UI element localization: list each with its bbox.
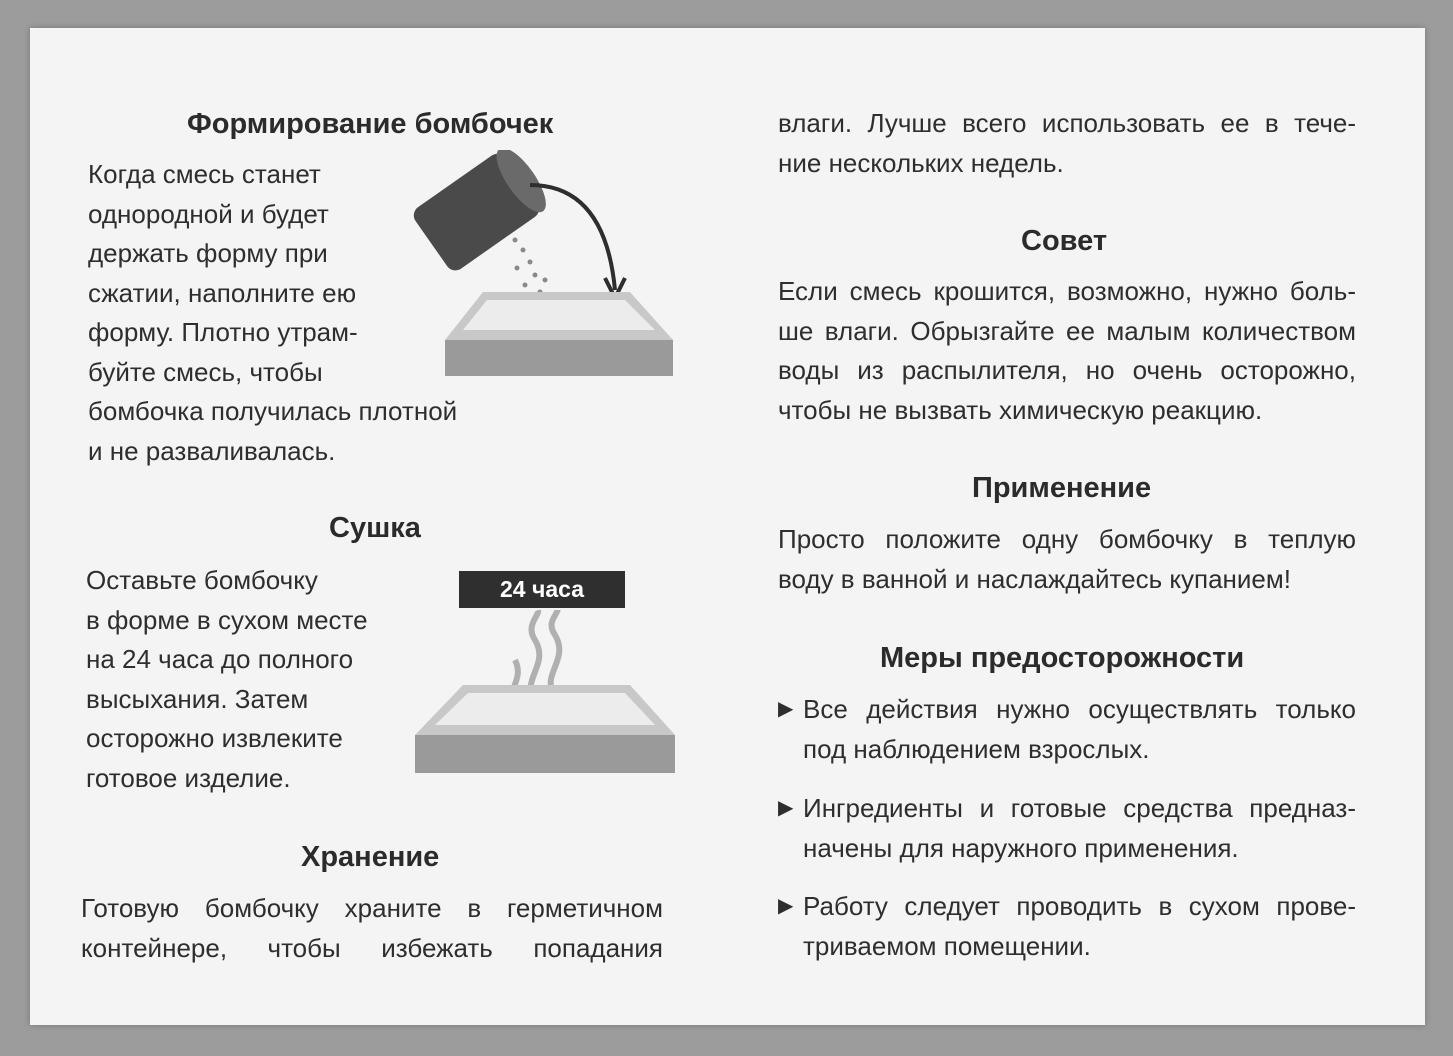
text-line: сжатии, наполните ею [88,277,357,308]
text-line: контейнере, чтобы избежать попадания [81,932,663,963]
drying-tray-illustration [415,610,675,773]
heading-tip: Совет [1021,225,1108,257]
text-line: Готовую бомбочку храните в герметичном [81,893,663,923]
text-line: начены для наружного применения. [803,832,1239,863]
precaution-item: ▶ Все действия нужно осуществлять только… [778,690,1356,769]
heading-forming: Формирование бомбочек [187,108,554,140]
storage-text: Готовую бомбочку храните в герметичном к… [81,889,663,968]
text-line: под наблюдением взрослых. [803,733,1150,764]
triangle-right-icon: ▶ [778,698,794,720]
text-line: Ингредиенты и готовые средства предназ- [803,793,1356,823]
precaution-item: ▶ Ингредиенты и готовые средства предназ… [778,789,1356,868]
storage-text-continued: влаги. Лучше всего использовать ее в теч… [778,104,1356,183]
text-line: Если смесь крошится, возможно, нужно бол… [778,276,1356,306]
text-line: готовое изделие. [86,762,291,793]
pouring-mix-illustration [413,150,673,376]
triangle-right-icon: ▶ [778,895,794,917]
triangle-right-icon: ▶ [778,797,794,819]
heading-usage: Применение [972,472,1152,504]
text-line: высыхания. Затем [86,683,309,714]
text-line: воду в ванной и наслаждайтесь купанием! [778,563,1291,594]
text-line: влаги. Лучше всего использовать ее в теч… [778,108,1356,138]
text-line: ние нескольких недель. [778,147,1064,178]
text-line: форму. Плотно утрам- [88,317,358,347]
text-line: триваемом помещении. [803,930,1091,961]
tip-text: Если смесь крошится, возможно, нужно бол… [778,272,1356,430]
text-line: и не разваливалась. [88,435,336,466]
heading-storage: Хранение [301,841,440,873]
text-line: воды из распылителя, но очень осторожно, [778,355,1356,385]
text-line: держать форму при [88,238,328,268]
text-line: буйте смесь, чтобы [88,356,323,387]
drying-time-badge: 24 часа [459,571,625,608]
text-line: на 24 часа до полного [86,644,354,674]
text-line: бомбочка получилась плотной [88,396,458,426]
text-line: ше влаги. Обрызгайте ее малым количество… [778,315,1356,346]
text-line: Работу следует проводить в сухом прове- [803,891,1356,921]
drying-text: Оставьте бомбочку в форме в сухом месте … [86,561,368,798]
precaution-item: ▶ Работу следует проводить в сухом прове… [778,887,1356,966]
text-line: Когда смесь станет [88,159,321,189]
forming-text: Когда смесь станет однородной и будет де… [88,155,457,471]
usage-text: Просто положите одну бомбочку в теплую в… [778,520,1356,599]
heading-drying: Сушка [329,512,421,544]
text-line: в форме в сухом месте [86,604,368,635]
text-line: Все действия нужно осуществлять только [803,694,1356,724]
heading-precautions: Меры предосторожности [880,642,1245,674]
text-line: однородной и будет [88,198,329,229]
text-line: чтобы не вызвать химическую реакцию. [778,394,1263,425]
text-line: Просто положите одну бомбочку в теплую [778,524,1356,554]
text-line: Оставьте бомбочку [86,565,318,595]
instruction-sheet [30,28,1425,1025]
text-line: осторожно извлеките [86,723,343,753]
